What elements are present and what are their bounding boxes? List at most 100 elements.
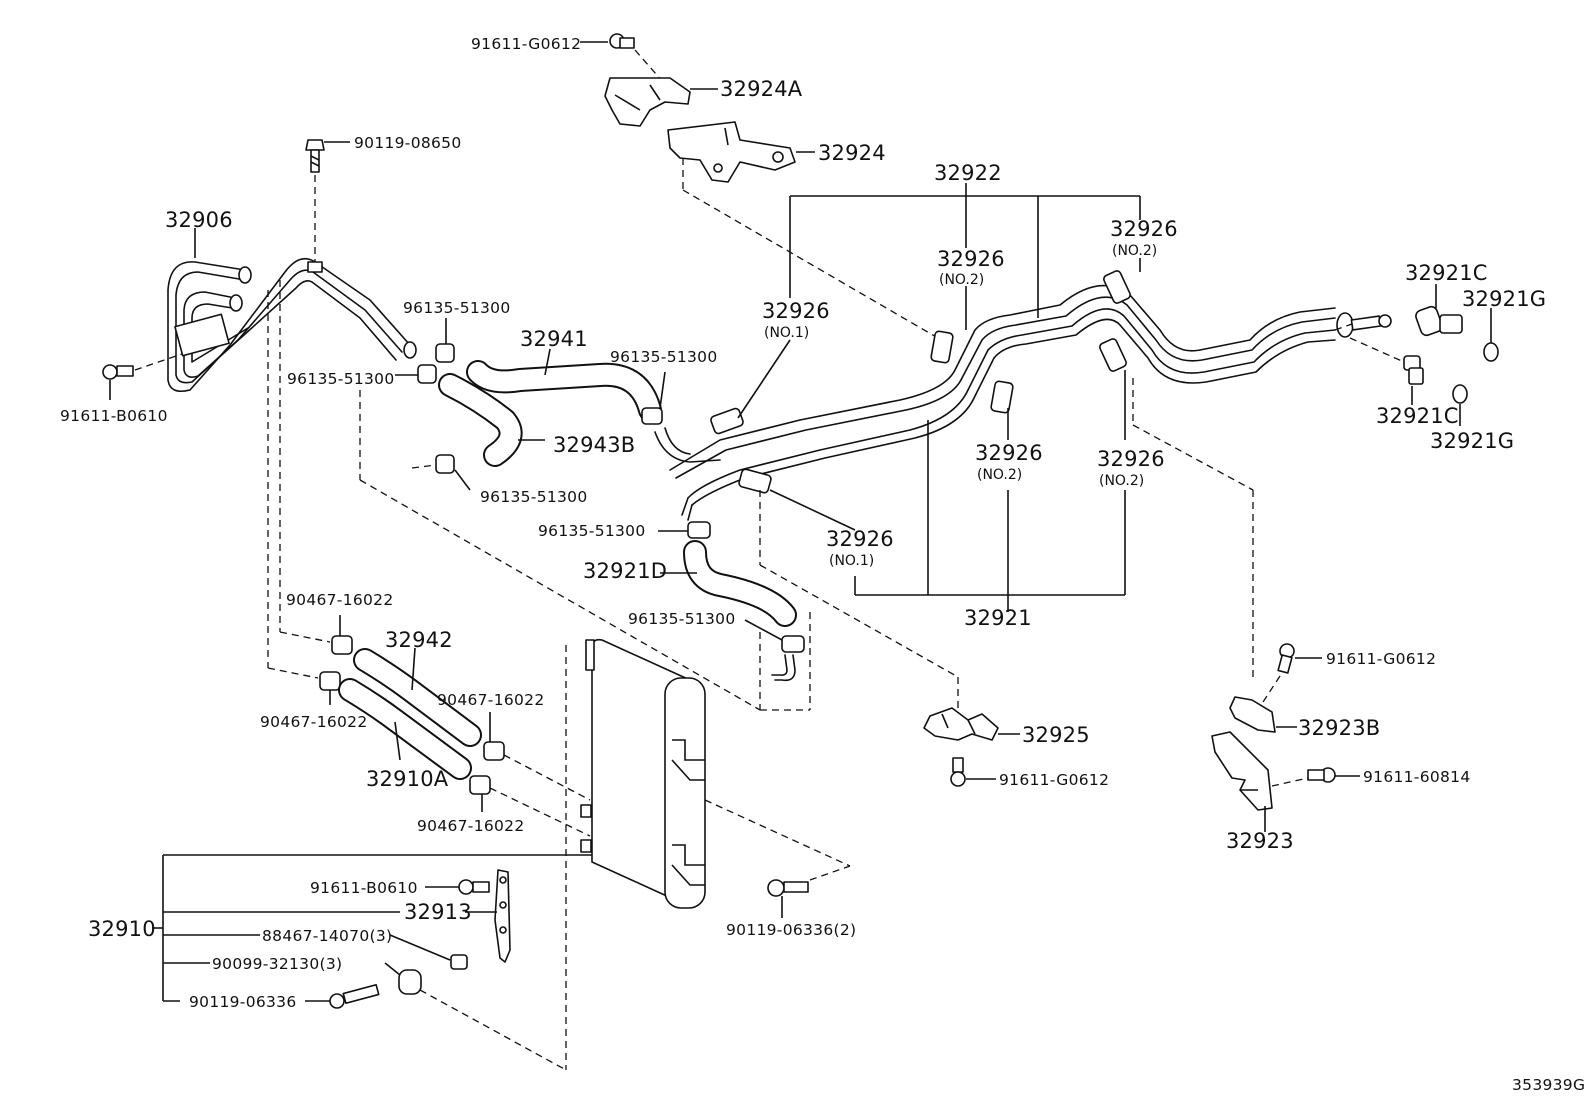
sleeve-32926-no1-b[interactable] — [738, 468, 772, 494]
label-32926-no1-b: 32926 — [826, 527, 894, 551]
label-96135-e: 96135-51300 — [538, 522, 646, 540]
clamp-96135-b[interactable] — [417, 364, 437, 384]
label-32921D: 32921D — [583, 559, 667, 583]
note-no2-b: (NO.2) — [1112, 243, 1157, 259]
oil-cooler-32910[interactable] — [580, 638, 706, 909]
label-32913: 32913 — [404, 900, 472, 924]
hose-32943B[interactable] — [438, 373, 523, 467]
fitting-32921C-b[interactable] — [1403, 355, 1424, 385]
label-32941: 32941 — [520, 327, 588, 351]
bolt-90119-08650[interactable] — [305, 139, 325, 173]
cooler-tube-32906[interactable] — [167, 257, 417, 393]
grommet-88467-14070[interactable] — [450, 954, 468, 970]
clamp-96135-a[interactable] — [435, 343, 455, 363]
label-91611-G0612-top: 91611-G0612 — [471, 35, 581, 53]
fitting-32921C-a[interactable] — [1414, 305, 1463, 337]
label-90119-08650: 90119-08650 — [354, 134, 462, 152]
sleeve-32926-no2-d[interactable] — [1099, 338, 1128, 373]
label-32942: 32942 — [385, 628, 453, 652]
label-91611-60814: 91611-60814 — [1363, 768, 1471, 786]
clamp-90467-a[interactable] — [331, 635, 353, 655]
hose-32910A[interactable] — [338, 678, 472, 780]
label-32926-no2-b: 32926 — [1110, 217, 1178, 241]
hose-32921D[interactable] — [683, 540, 797, 627]
label-32921G-a: 32921G — [1462, 287, 1546, 311]
label-32924: 32924 — [818, 141, 886, 165]
label-90099-32130: 90099-32130(3) — [212, 955, 342, 973]
label-90467-a: 90467-16022 — [286, 591, 394, 609]
bolt-91611-G0612-right[interactable] — [1277, 643, 1295, 674]
cushion-90099-32130[interactable] — [398, 969, 422, 995]
bracket-32923[interactable] — [1211, 731, 1273, 811]
sleeve-32926-no2-c[interactable] — [990, 380, 1014, 414]
label-96135-b: 96135-51300 — [287, 370, 395, 388]
sleeve-32926-no2-b[interactable] — [1103, 270, 1132, 305]
label-96135-a: 96135-51300 — [403, 299, 511, 317]
label-91611-G0612-mid: 91611-G0612 — [999, 771, 1109, 789]
o-ring-32921G-a[interactable] — [1483, 342, 1499, 362]
label-32923: 32923 — [1226, 829, 1294, 853]
cooler-tube-assembly-32921[interactable] — [669, 284, 1354, 521]
bolt-90119-06336[interactable] — [329, 983, 380, 1009]
bolt-91611-G0612-mid[interactable] — [950, 757, 966, 787]
sleeve-32926-no1-a[interactable] — [710, 407, 744, 435]
diagram-code: 353939G — [1512, 1076, 1585, 1094]
note-no2-d: (NO.2) — [1099, 473, 1144, 489]
o-ring-32921G-b[interactable] — [1452, 384, 1468, 404]
label-91611-B0610-top: 91611-B0610 — [60, 407, 168, 425]
label-91611-G0612-right: 91611-G0612 — [1326, 650, 1436, 668]
label-96135-d: 96135-51300 — [480, 488, 588, 506]
label-32925: 32925 — [1022, 723, 1090, 747]
bracket-32924[interactable] — [667, 121, 796, 183]
bolt-91611-G0612-top[interactable] — [609, 33, 635, 49]
label-90467-b: 90467-16022 — [260, 713, 368, 731]
label-90467-c: 90467-16022 — [437, 691, 545, 709]
label-96135-f: 96135-51300 — [628, 610, 736, 628]
clamp-90467-d[interactable] — [469, 775, 491, 795]
clamp-90467-b[interactable] — [319, 671, 341, 691]
label-32926-no2-a: 32926 — [937, 247, 1005, 271]
note-no2-c: (NO.2) — [977, 467, 1022, 483]
hose-32942[interactable] — [353, 648, 482, 747]
label-32926-no2-d: 32926 — [1097, 447, 1165, 471]
hose-32941[interactable] — [466, 360, 662, 422]
bolt-90119-06336-2[interactable] — [767, 879, 809, 897]
label-32906: 32906 — [165, 208, 233, 232]
bracket-32923B[interactable] — [1229, 696, 1276, 733]
bolt-91611-60814[interactable] — [1307, 767, 1336, 783]
bolt-91611-B0610-bottom[interactable] — [458, 879, 490, 895]
bracket-32913[interactable] — [494, 869, 511, 963]
clamp-96135-f[interactable] — [781, 635, 805, 653]
label-96135-c: 96135-51300 — [610, 348, 718, 366]
clamp-96135-e[interactable] — [687, 521, 711, 539]
clamp-96135-d[interactable] — [435, 454, 455, 474]
label-32921: 32921 — [964, 606, 1032, 630]
label-32926-no2-c: 32926 — [975, 441, 1043, 465]
note-no1-a: (NO.1) — [764, 325, 809, 341]
bolt-union-right[interactable] — [1350, 314, 1392, 331]
label-32924A: 32924A — [720, 77, 803, 101]
label-32921C-a: 32921C — [1405, 261, 1488, 285]
clamp-96135-c[interactable] — [641, 407, 663, 425]
label-90119-06336: 90119-06336 — [189, 993, 297, 1011]
note-no1-b: (NO.1) — [829, 553, 874, 569]
note-no2-a: (NO.2) — [939, 272, 984, 288]
label-88467-14070: 88467-14070(3) — [262, 927, 392, 945]
bracket-32924A[interactable] — [604, 77, 691, 127]
label-32921G-b: 32921G — [1430, 429, 1514, 453]
label-32921C-b: 32921C — [1376, 404, 1459, 428]
bolt-91611-B0610-left[interactable] — [102, 364, 134, 380]
bracket-32925[interactable] — [923, 707, 999, 741]
label-32923B: 32923B — [1298, 716, 1380, 740]
label-32910A: 32910A — [366, 767, 449, 791]
label-32922: 32922 — [934, 161, 1002, 185]
label-90467-d: 90467-16022 — [417, 817, 525, 835]
label-32926-no1-a: 32926 — [762, 299, 830, 323]
label-90119-06336-2: 90119-06336(2) — [726, 921, 856, 939]
label-32943B: 32943B — [553, 433, 635, 457]
sleeve-32926-no2-a[interactable] — [930, 330, 954, 364]
label-32910: 32910 — [88, 917, 156, 941]
clamp-90467-c[interactable] — [483, 741, 505, 761]
label-91611-B0610-bottom: 91611-B0610 — [310, 879, 418, 897]
